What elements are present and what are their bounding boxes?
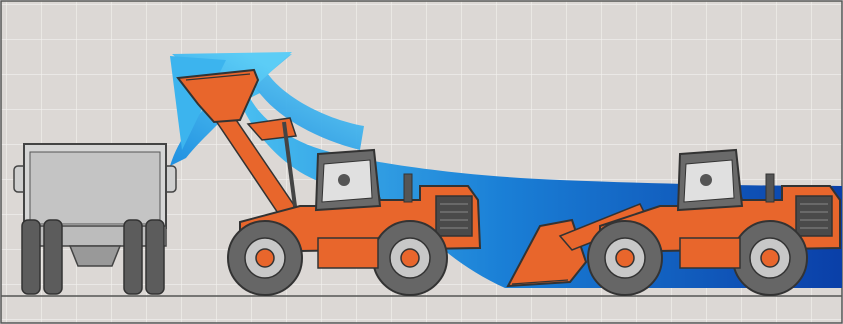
loading-operation-diagram <box>0 0 843 324</box>
